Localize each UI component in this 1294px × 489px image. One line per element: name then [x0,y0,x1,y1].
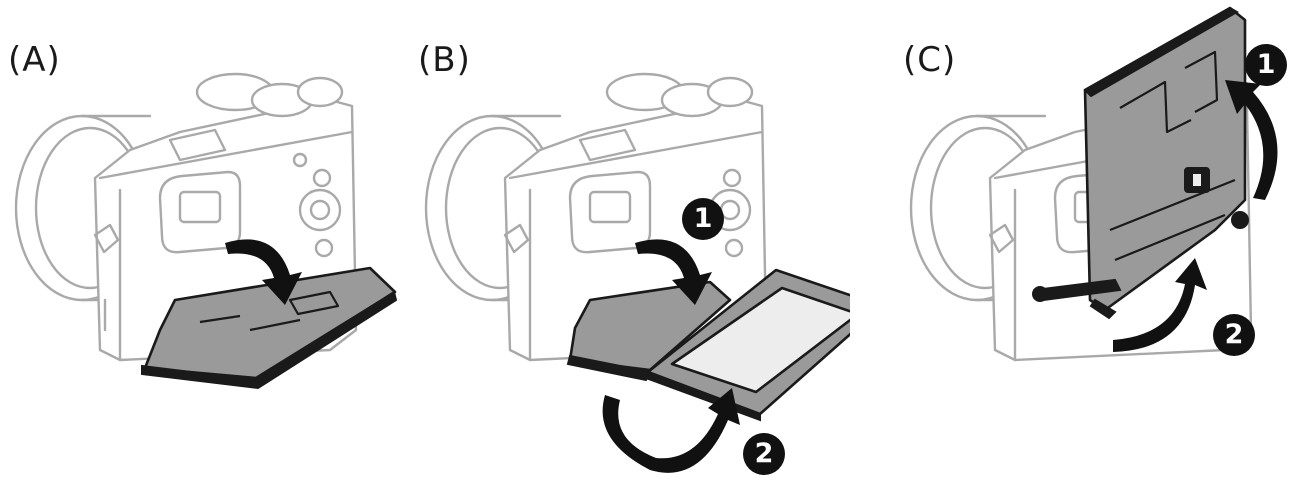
panel-c: (C) 1 2 [895,0,1294,489]
step-badge-b1: 1 [682,198,724,240]
step-badge-c2: 2 [1213,314,1255,356]
monitor-c [1032,6,1249,320]
camera-illustration-b [424,72,850,473]
camera-illustration-c [909,6,1278,362]
curved-arrow-b1 [635,239,712,305]
panel-label-c: (C) [903,40,957,80]
curved-arrow-b2 [602,388,740,473]
step-badge-c1: 1 [1245,44,1287,86]
panel-label-a: (A) [8,40,61,80]
step-badge-b2: 2 [743,433,785,475]
curved-arrow-a [225,239,302,305]
panel-label-b: (B) [418,40,471,80]
curved-arrow-c2 [1113,258,1207,352]
monitor-a [141,266,398,390]
panel-a: (A) [0,0,430,489]
panel-b: (B) [410,0,850,489]
curved-arrow-c1 [1225,80,1278,200]
camera-illustration-a [14,72,398,390]
